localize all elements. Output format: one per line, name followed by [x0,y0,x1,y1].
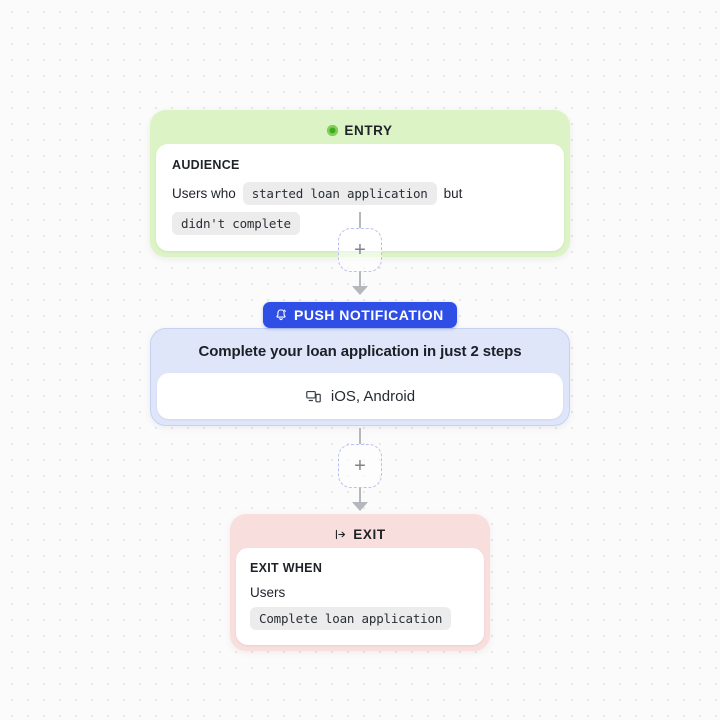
audience-chip-didnt-complete[interactable]: didn't complete [172,212,300,235]
push-message-title: Complete your loan application in just 2… [198,342,522,360]
exit-arrow-icon [336,529,346,539]
connector-arrow-icon [352,502,368,511]
exit-node-header: EXIT [236,520,484,548]
entry-node-header: ENTRY [156,116,564,144]
audience-section-title: AUDIENCE [172,158,240,172]
push-badge-label: PUSH NOTIFICATION [294,307,444,323]
connector-push-to-exit: + [338,428,382,514]
add-step-button-1[interactable]: + [338,228,382,272]
audience-prefix-text: Users who [172,186,236,201]
exit-node-body: EXIT WHEN Users Complete loan applicatio… [236,548,484,645]
exit-when-section-title: EXIT WHEN [250,561,323,575]
push-notification-node[interactable]: Complete your loan application in just 2… [150,328,570,426]
devices-icon [306,390,321,402]
connector-arrow-icon [352,286,368,295]
push-channels-row: iOS, Android [157,373,563,419]
push-notification-badge[interactable]: PUSH NOTIFICATION [263,302,457,328]
exit-prefix-text: Users [250,585,286,600]
push-node-body: iOS, Android [157,373,563,419]
push-channels-label: iOS, Android [330,387,416,405]
connector-line-top [359,212,361,228]
connector-entry-to-push: + [338,212,382,298]
bell-icon [276,309,286,321]
audience-condition-row: Users who started loan application but d… [172,182,548,235]
plus-icon: + [354,455,366,477]
add-step-button-2[interactable]: + [338,444,382,488]
exit-chip-complete-loan[interactable]: Complete loan application [250,607,452,630]
exit-node-title: EXIT [353,526,386,542]
connector-line-bottom [359,488,361,503]
entry-node[interactable]: ENTRY AUDIENCE Users who started loan ap… [150,110,570,257]
plus-icon: + [354,239,366,261]
exit-node[interactable]: EXIT EXIT WHEN Users Complete loan appli… [230,514,490,651]
audience-conjunction-text: but [443,186,463,201]
entry-node-title: ENTRY [344,122,393,138]
connector-line-bottom [359,272,361,287]
entry-dot-icon [327,124,339,136]
connector-line-top [359,428,361,444]
entry-node-body: AUDIENCE Users who started loan applicat… [156,144,564,251]
audience-chip-started[interactable]: started loan application [242,182,437,205]
exit-condition-row: Users Complete loan application [250,585,470,630]
